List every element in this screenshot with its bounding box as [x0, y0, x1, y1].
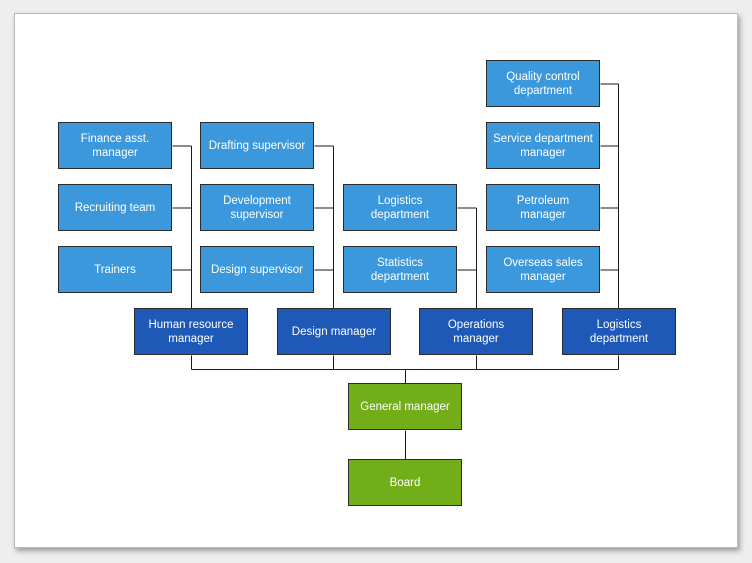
node-overseas-sales-manager[interactable]: Overseas sales manager: [486, 246, 600, 293]
node-development-supervisor[interactable]: Development supervisor: [200, 184, 314, 231]
node-quality-control-department[interactable]: Quality control department: [486, 60, 600, 107]
node-recruiting-team[interactable]: Recruiting team: [58, 184, 172, 231]
node-operations-manager[interactable]: Operations manager: [419, 308, 533, 355]
node-logistics-department[interactable]: Logistics department: [562, 308, 676, 355]
node-board[interactable]: Board: [348, 459, 462, 506]
org-chart-canvas: Finance asst. manager Recruiting team Tr…: [14, 13, 738, 548]
node-general-manager[interactable]: General manager: [348, 383, 462, 430]
node-drafting-supervisor[interactable]: Drafting supervisor: [200, 122, 314, 169]
node-human-resource-manager[interactable]: Human resource manager: [134, 308, 248, 355]
node-trainers[interactable]: Trainers: [58, 246, 172, 293]
connector-lines: [172, 83, 619, 460]
node-statistics-department[interactable]: Statistics department: [343, 246, 457, 293]
node-service-department-manager[interactable]: Service department manager: [486, 122, 600, 169]
node-design-supervisor[interactable]: Design supervisor: [200, 246, 314, 293]
node-finance-asst-manager[interactable]: Finance asst. manager: [58, 122, 172, 169]
node-petroleum-manager[interactable]: Petroleum manager: [486, 184, 600, 231]
node-design-manager[interactable]: Design manager: [277, 308, 391, 355]
node-logistics-department-sub[interactable]: Logistics department: [343, 184, 457, 231]
